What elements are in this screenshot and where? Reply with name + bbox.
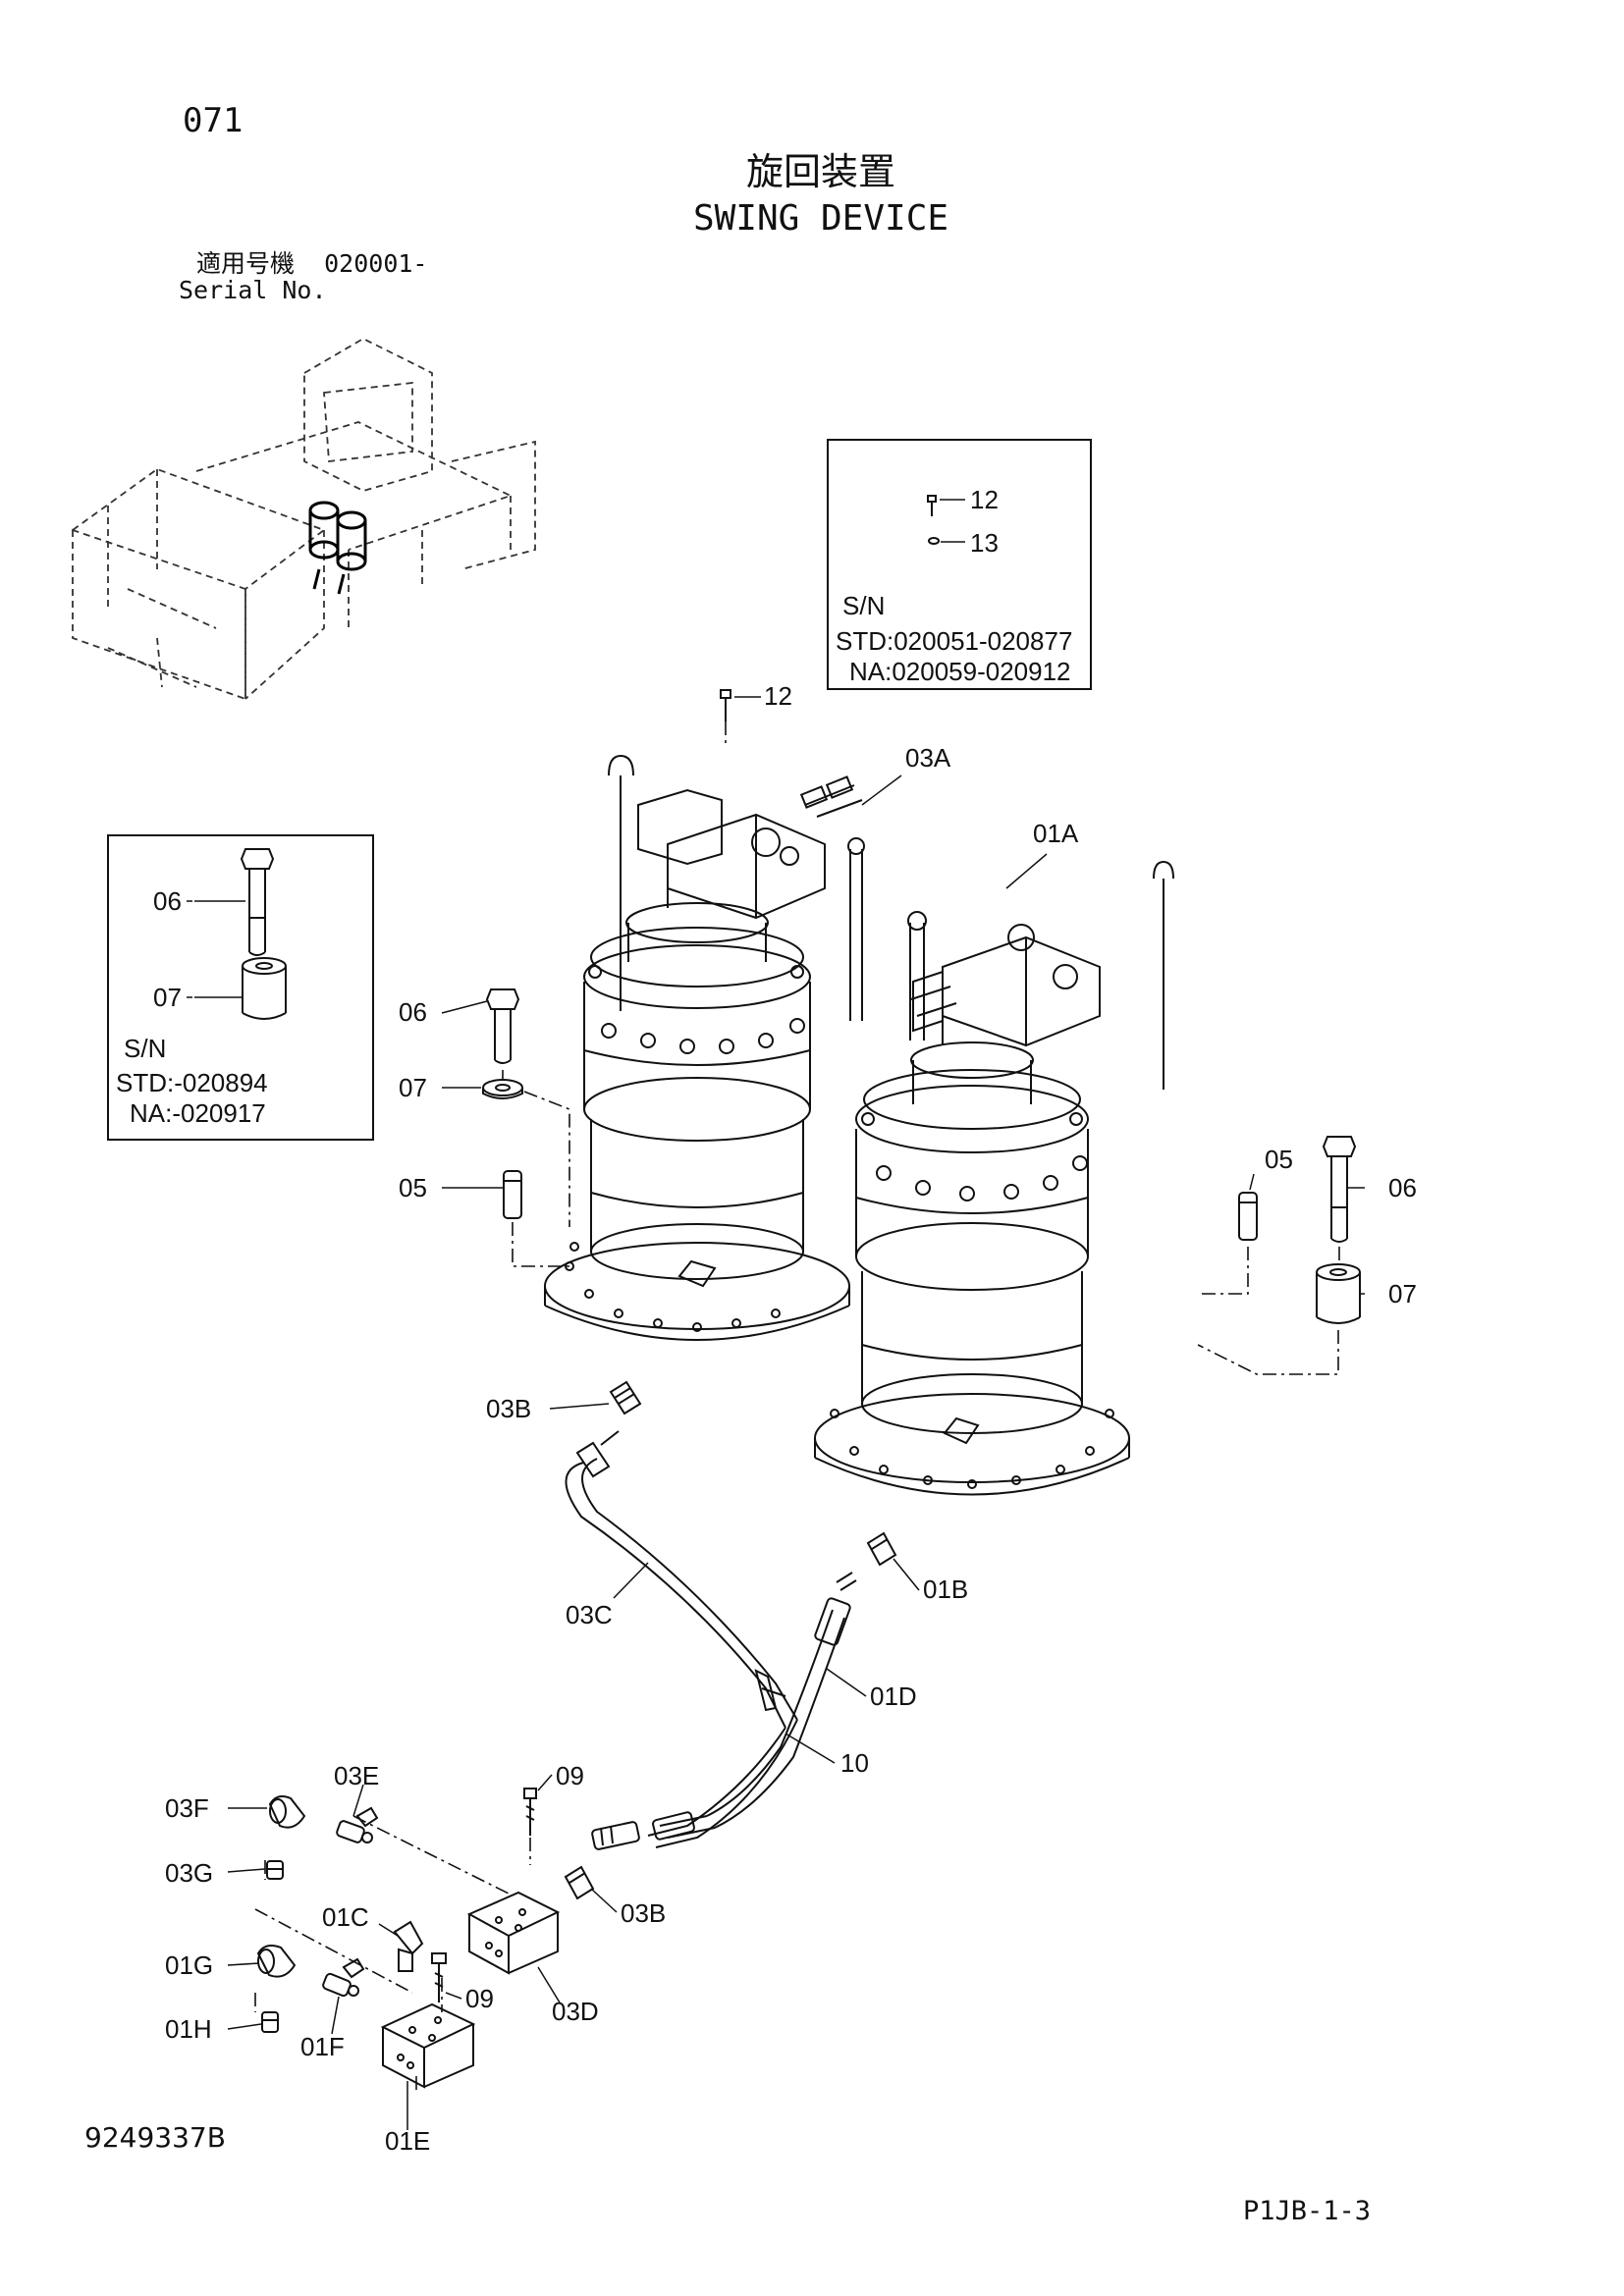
- callout-01E: 01E: [385, 2126, 430, 2156]
- inset-left-text: 06 07 S/N STD:-020894 NA:-020917: [116, 886, 268, 1128]
- inset-left-na-range: NA:-020917: [130, 1098, 266, 1128]
- inset-label-12: 12: [970, 485, 999, 514]
- title-english: SWING DEVICE: [692, 198, 949, 239]
- bolt-06-inset-icon: [194, 848, 275, 956]
- callout-07-right: 07: [1388, 1279, 1417, 1308]
- callout-06-left: 06: [399, 997, 427, 1027]
- inset-left-label-07: 07: [153, 983, 182, 1012]
- fitting-03B-lower-icon: [564, 1865, 595, 1900]
- callout-01D: 01D: [870, 1682, 917, 1711]
- swing-motor-rear: [544, 754, 865, 1341]
- callout-03B-upper: 03B: [486, 1394, 531, 1423]
- callout-09-upper: 09: [556, 1761, 584, 1790]
- callout-03F: 03F: [165, 1793, 209, 1823]
- inset-box-top-right: [827, 439, 1092, 690]
- title-japanese: 旋回装置: [745, 150, 895, 193]
- page-code: P1JB-1-3: [1243, 2196, 1372, 2226]
- cap-03G-icon: [266, 1860, 284, 1880]
- block-03D-icon: [466, 1891, 561, 1975]
- inset-left-label-06: 06: [153, 886, 182, 916]
- bolt-icon: [927, 495, 965, 516]
- inset-label-13: 13: [970, 528, 999, 558]
- spacer-07-right-icon: [1316, 1263, 1361, 1324]
- inset-sn-heading: S/N: [842, 591, 885, 620]
- hose-03C: [565, 1430, 798, 1850]
- inset-left-std-range: STD:-020894: [116, 1068, 268, 1097]
- hose-01D: [652, 1572, 857, 1841]
- spacer-07-inset-icon: [194, 957, 287, 1020]
- bolt-09-upper-icon: [523, 1788, 537, 1836]
- machine-overview-highlight: [308, 501, 367, 595]
- callout-03G: 03G: [165, 1858, 213, 1888]
- callout-10: 10: [840, 1748, 869, 1778]
- elbow-01G-icon: [256, 1945, 297, 1978]
- washer-07-left-icon: [482, 1079, 523, 1099]
- bolt-09-lower-icon: [431, 1952, 447, 2002]
- inset-std-range: STD:020051-020877: [836, 626, 1072, 656]
- fitting-03B-upper-icon: [609, 1380, 642, 1415]
- block-01E-icon: [380, 2002, 476, 2089]
- serial-label-jp: 適用号機: [196, 249, 296, 278]
- alignment-lines: [254, 721, 1340, 2091]
- callout-06-right: 06: [1388, 1173, 1417, 1202]
- serial-label-en: Serial No.: [179, 276, 327, 304]
- callout-05-right: 05: [1265, 1145, 1293, 1174]
- callout-01F: 01F: [300, 2032, 345, 2061]
- bolt-06-left-icon: [485, 988, 520, 1064]
- fitting-01B-icon: [866, 1531, 897, 1567]
- callout-09-lower: 09: [465, 1984, 494, 2013]
- pin-05-right-icon: [1238, 1192, 1258, 1241]
- serial-value: 020001-: [324, 249, 428, 278]
- callout-12: 12: [764, 681, 792, 711]
- elbow-01C-icon: [393, 1920, 424, 1972]
- callout-03A: 03A: [905, 743, 951, 773]
- inset-left-sn-heading: S/N: [124, 1034, 166, 1063]
- leader-lines: [187, 696, 1365, 2130]
- washer-icon: [928, 537, 965, 545]
- callout-01G: 01G: [165, 1950, 213, 1980]
- inset-na-range: NA:020059-020912: [849, 657, 1071, 686]
- cap-01H-icon: [261, 2011, 279, 2033]
- inset-box-left: [107, 834, 374, 1141]
- clamp-10-icon: [754, 1669, 786, 1712]
- callout-03E: 03E: [334, 1761, 379, 1790]
- valve-01F-icon: [322, 1957, 365, 1998]
- callout-01B: 01B: [923, 1575, 968, 1604]
- valve-03E-icon: [336, 1806, 379, 1843]
- callout-03B-lower: 03B: [621, 1898, 666, 1928]
- serial-line-jp: 適用号機 020001-: [196, 251, 427, 276]
- callout-01C: 01C: [322, 1902, 369, 1932]
- callout-05-left: 05: [399, 1173, 427, 1202]
- bolt-12-icon: [720, 689, 731, 721]
- callout-07-left: 07: [399, 1073, 427, 1102]
- page-number: 071: [183, 101, 244, 140]
- callout-01H: 01H: [165, 2014, 212, 2044]
- callout-labels: 12 03A 01A 06 07 05 05 06 07 03B 01B 03C…: [165, 681, 1417, 2156]
- machine-overview: [72, 337, 536, 701]
- drawing-number: 9249337B: [84, 2121, 226, 2154]
- callout-01A: 01A: [1033, 819, 1079, 848]
- inset-top-right-text: 12 13 S/N STD:020051-020877 NA:020059-02…: [836, 485, 1072, 686]
- pin-05-left-icon: [503, 1170, 522, 1219]
- swing-motor-front: [814, 860, 1174, 1496]
- callout-03C: 03C: [566, 1600, 613, 1629]
- bolt-06-right-icon: [1322, 1136, 1357, 1243]
- callout-03D: 03D: [552, 1997, 599, 2026]
- elbow-03F-icon: [268, 1795, 306, 1829]
